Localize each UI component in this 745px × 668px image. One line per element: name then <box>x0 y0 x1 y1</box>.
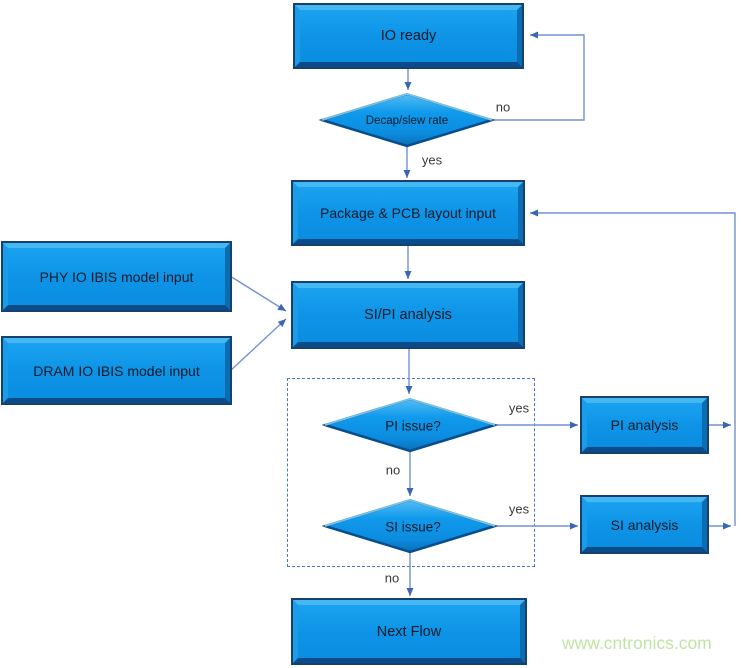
node-package-label: Package & PCB layout input <box>320 205 496 221</box>
node-pi-analysis: PI analysis <box>582 398 707 452</box>
edge-label-pi-yes: yes <box>508 400 530 416</box>
node-pi-analysis-label: PI analysis <box>610 417 679 433</box>
node-next-flow: Next Flow <box>293 600 525 663</box>
node-dram-io-ibis-model-input: DRAM IO IBIS model input <box>3 338 230 403</box>
node-dram-label: DRAM IO IBIS model input <box>33 362 200 379</box>
decision-si-issue-label: SI issue? <box>385 519 441 535</box>
edge-label-pi-no: no <box>385 462 401 478</box>
decision-si-issue-shape <box>321 498 499 554</box>
connector-phy-to-sipi <box>229 275 287 312</box>
node-package-pcb-layout-input: Package & PCB layout input <box>293 182 523 244</box>
watermark-text: www.cntronics.com <box>562 633 712 653</box>
node-sipi-analysis: SI/PI analysis <box>293 283 523 347</box>
edge-label-si-yes: yes <box>508 501 530 517</box>
decision-decap-shape <box>318 92 496 148</box>
node-phy-io-ibis-model-input: PHY IO IBIS model input <box>3 243 230 310</box>
edge-label-decap-yes: yes <box>421 152 443 168</box>
node-sipi-label: SI/PI analysis <box>364 307 452 323</box>
issue-check-dashed-region <box>287 378 535 567</box>
decision-pi-issue-label: PI issue? <box>385 418 441 434</box>
edge-label-si-no: no <box>384 570 400 586</box>
edge-label-decap-no: no <box>495 99 511 115</box>
node-io-ready-label: IO ready <box>380 28 437 44</box>
node-si-analysis: SI analysis <box>582 497 707 552</box>
node-next-flow-label: Next Flow <box>376 623 442 640</box>
connector-decap-no-loop <box>492 31 585 121</box>
decision-decap-label: Decap/slew rate <box>365 115 449 127</box>
connector-dram-to-sipi <box>229 318 287 372</box>
decision-pi-issue-shape <box>321 397 499 453</box>
connector-feedback-to-package <box>530 209 736 526</box>
node-phy-label: PHY IO IBIS model input <box>39 268 194 285</box>
node-si-analysis-label: SI analysis <box>610 516 679 533</box>
node-io-ready: IO ready <box>295 5 522 67</box>
